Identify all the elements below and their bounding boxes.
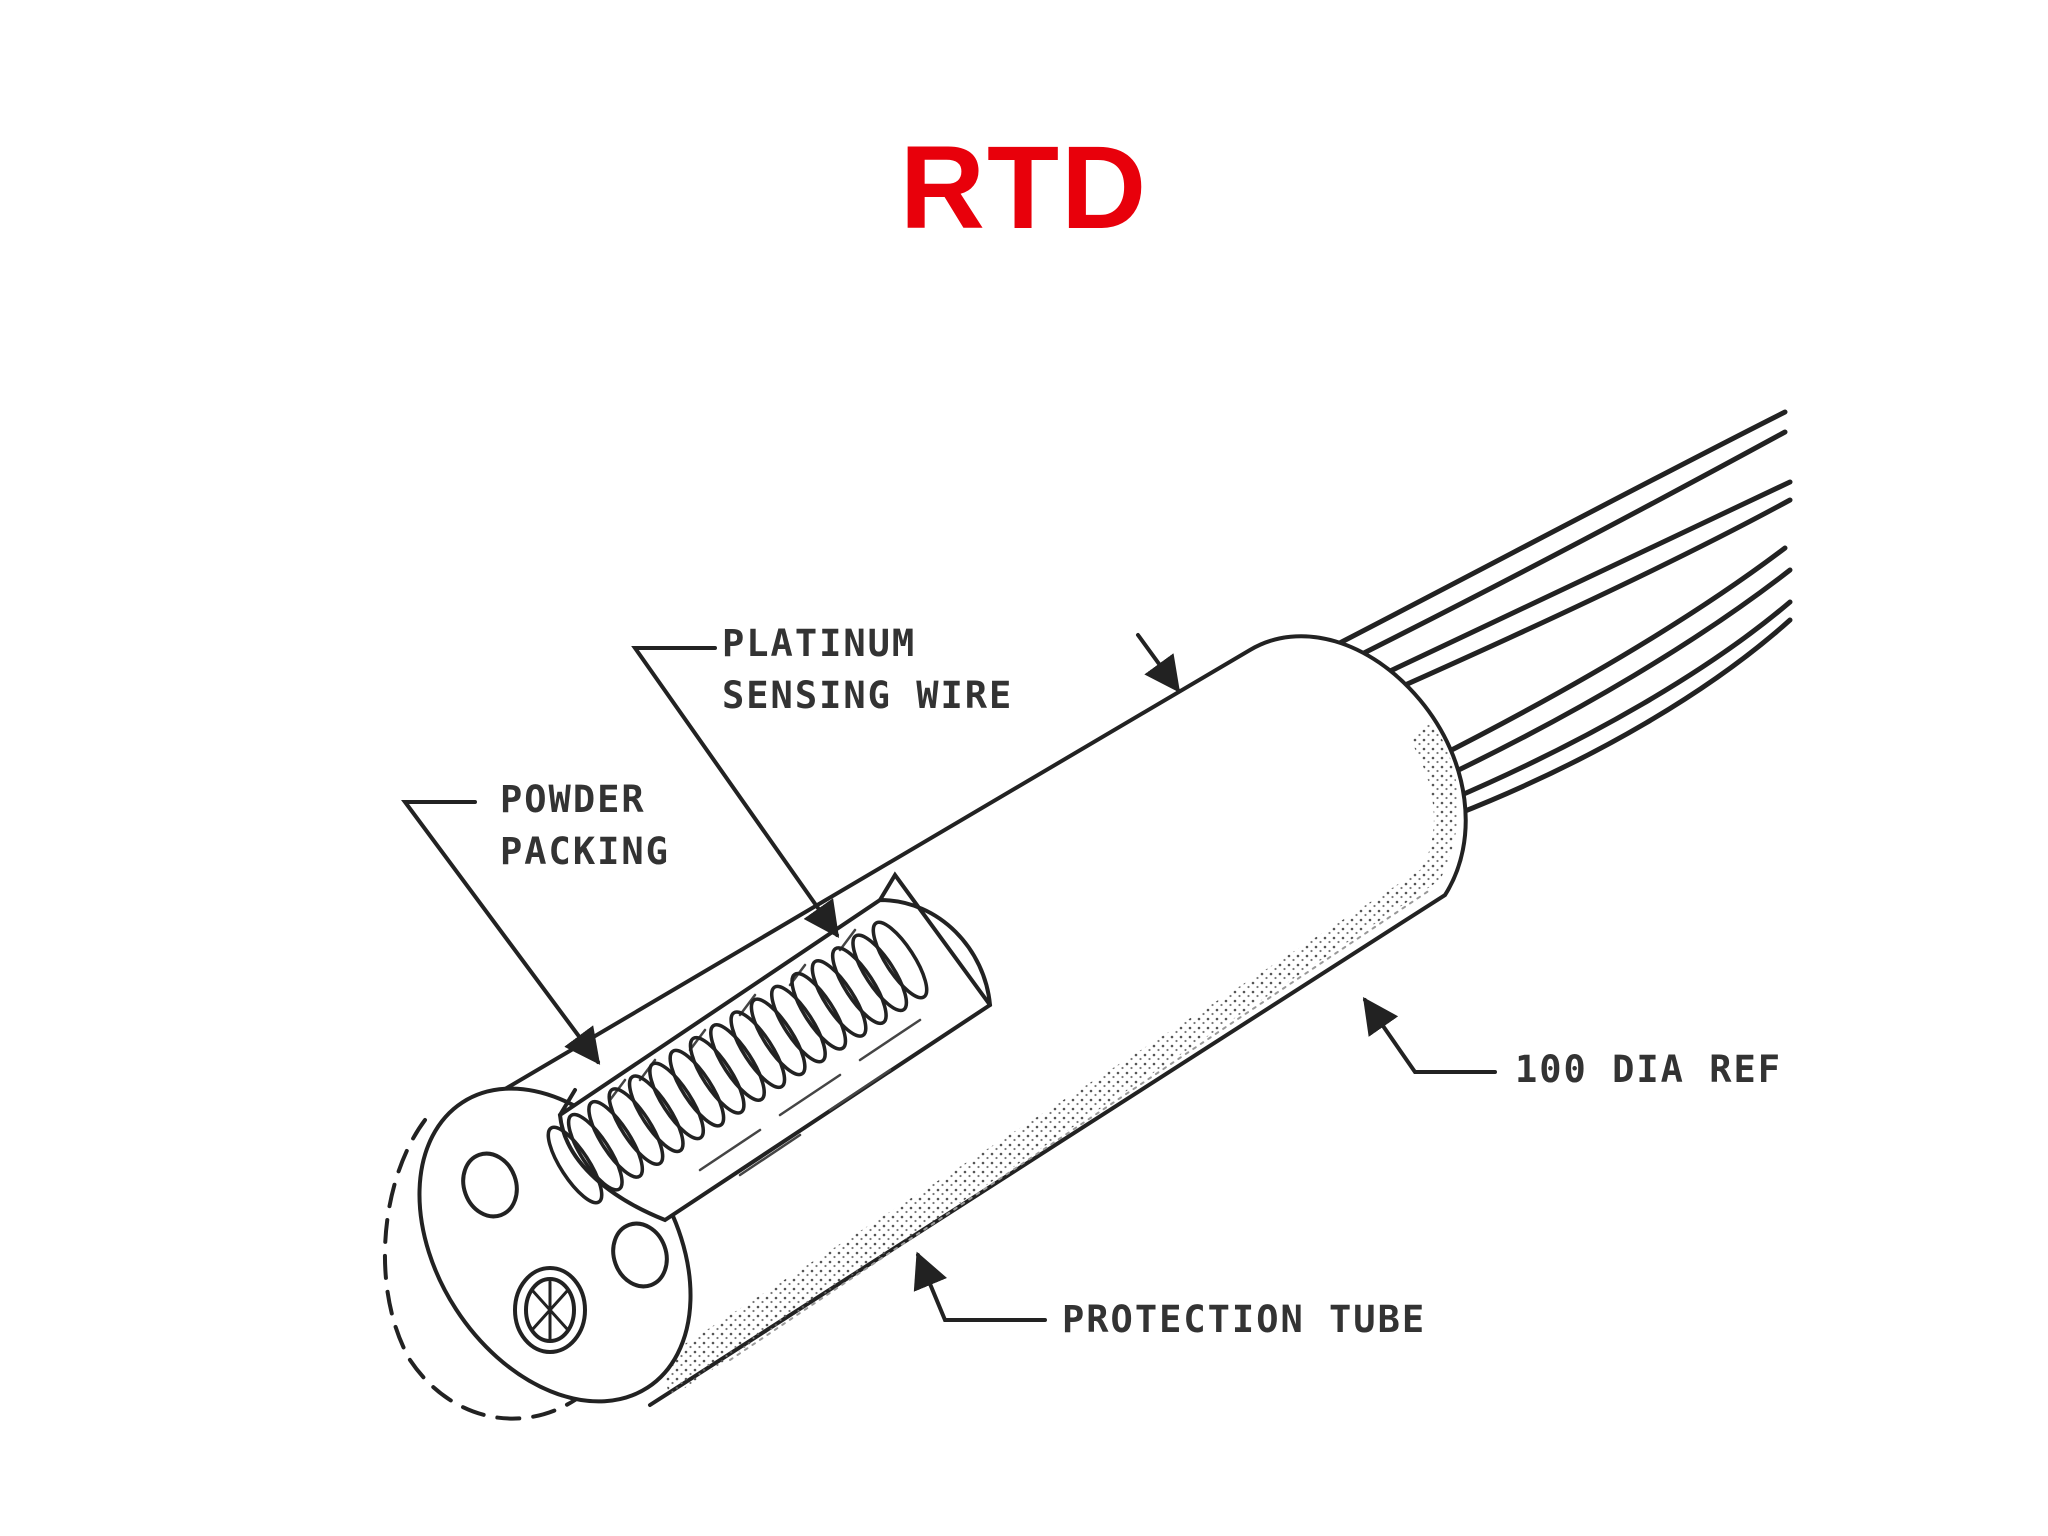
coil-loop <box>729 1010 787 1090</box>
protection-tube <box>493 634 1468 1407</box>
coil-loop <box>668 1048 726 1128</box>
platinum-coil <box>546 920 929 1205</box>
coil-loop <box>790 971 848 1051</box>
coil-loop <box>546 1125 604 1205</box>
coil-loop <box>648 1061 705 1141</box>
coil-loop <box>587 1099 645 1179</box>
coil-loop <box>770 984 827 1064</box>
label-dia-ref: 100 DIA REF <box>1515 1048 1782 1091</box>
coil-loop <box>851 933 909 1013</box>
label-powder-line2: PACKING <box>500 830 670 873</box>
label-platinum-line2: SENSING WIRE <box>722 674 1013 717</box>
leader-lines <box>401 633 1497 1322</box>
coil-loop <box>830 946 888 1026</box>
slide-title: RTD <box>899 122 1149 254</box>
end-hole <box>461 1151 519 1219</box>
coil-loop <box>810 959 868 1038</box>
coil-loop <box>566 1112 624 1192</box>
label-protection-tube: PROTECTION TUBE <box>1062 1298 1426 1341</box>
coil-loop <box>709 1023 766 1102</box>
coil-loop <box>688 1035 746 1115</box>
lead-wires <box>1327 409 1793 818</box>
label-powder-line1: POWDER <box>500 778 646 821</box>
coil-loop <box>607 1087 665 1166</box>
coil-loop <box>749 997 807 1077</box>
label-platinum-line1: PLATINUM <box>722 622 916 665</box>
coil-loop <box>871 920 929 1000</box>
cutaway-section <box>557 871 993 1223</box>
end-hole <box>611 1221 669 1289</box>
coil-loop <box>627 1074 685 1154</box>
